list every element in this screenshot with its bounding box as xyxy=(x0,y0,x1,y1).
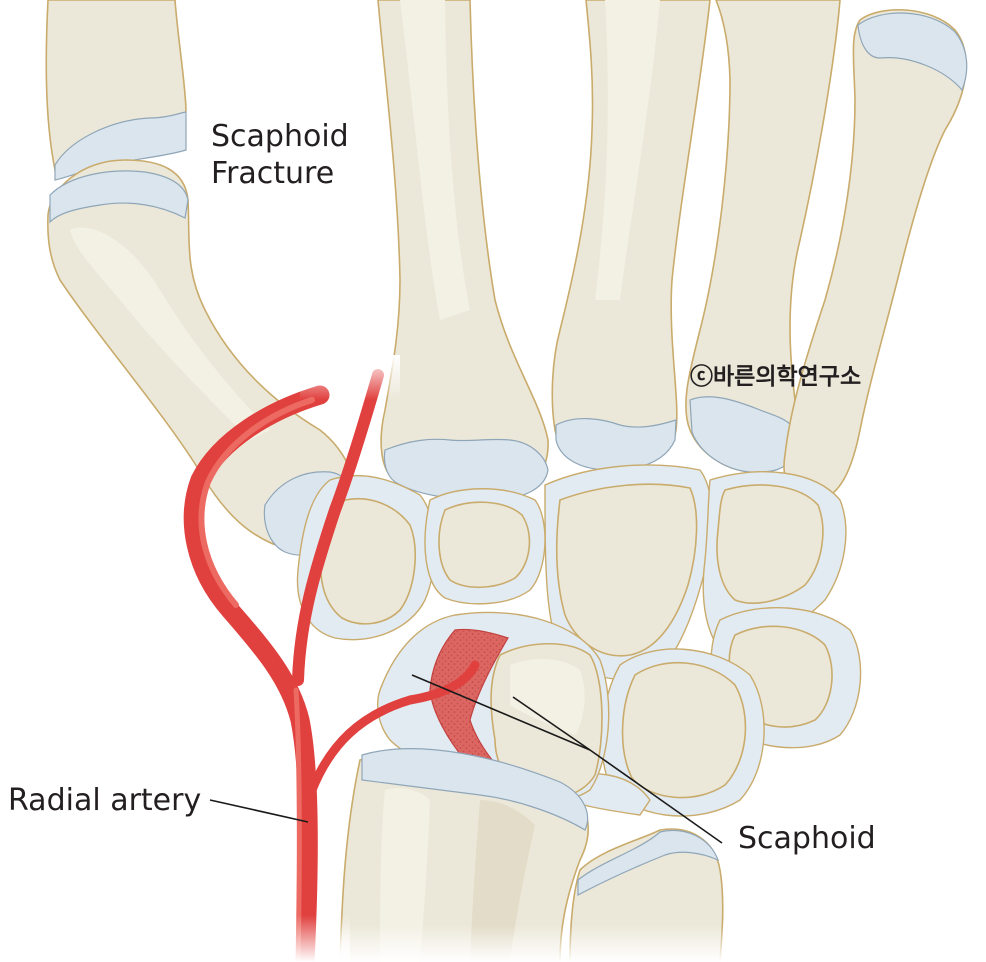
carpal-bones xyxy=(296,464,862,817)
third-metacarpal xyxy=(551,0,711,471)
radial-artery-label: Radial artery xyxy=(8,783,202,818)
radial-artery-leader xyxy=(209,799,309,823)
scaphoid-fracture-label-line1: Scaphoid xyxy=(211,119,349,154)
scaphoid-label: Scaphoid xyxy=(738,821,876,856)
scaphoid-fracture-label: Scaphoid Fracture xyxy=(211,118,349,192)
radius-bone xyxy=(339,748,589,962)
fifth-metacarpal xyxy=(783,8,968,502)
fracture-leader xyxy=(411,674,591,751)
second-metacarpal xyxy=(377,0,549,501)
scaphoid-fracture-label-line2: Fracture xyxy=(211,156,335,191)
scaphoid-leader-b xyxy=(589,749,723,844)
copyright-watermark: ⓒ바른의학연구소 xyxy=(690,357,861,391)
scaphoid-leader-a xyxy=(512,696,591,751)
radial-artery xyxy=(183,355,480,962)
leader-lines xyxy=(209,674,723,844)
copyright-text: 바른의학연구소 xyxy=(713,364,862,390)
copyright-icon: ⓒ xyxy=(690,364,713,390)
